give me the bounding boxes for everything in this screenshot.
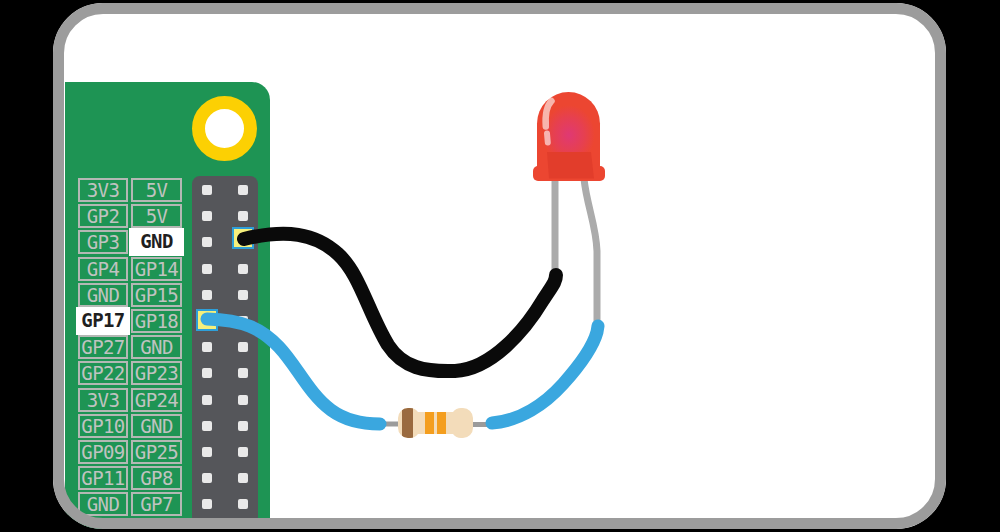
led-highlight-2	[547, 134, 548, 143]
resistor-band-orange-2	[437, 406, 446, 440]
signal-wire-left	[207, 319, 380, 424]
led	[533, 92, 605, 181]
led-reflector	[547, 152, 594, 179]
ground-wire	[244, 234, 556, 371]
resistor-band-brown	[402, 406, 413, 440]
led-anode-leg	[584, 179, 597, 325]
circuit-overlay	[53, 3, 946, 529]
diagram-canvas: 3V35VGP25VGP3GNDGP4GP14GNDGP15GP17GP18GP…	[53, 3, 946, 529]
resistor	[398, 406, 473, 440]
resistor-band-orange-1	[425, 406, 434, 440]
